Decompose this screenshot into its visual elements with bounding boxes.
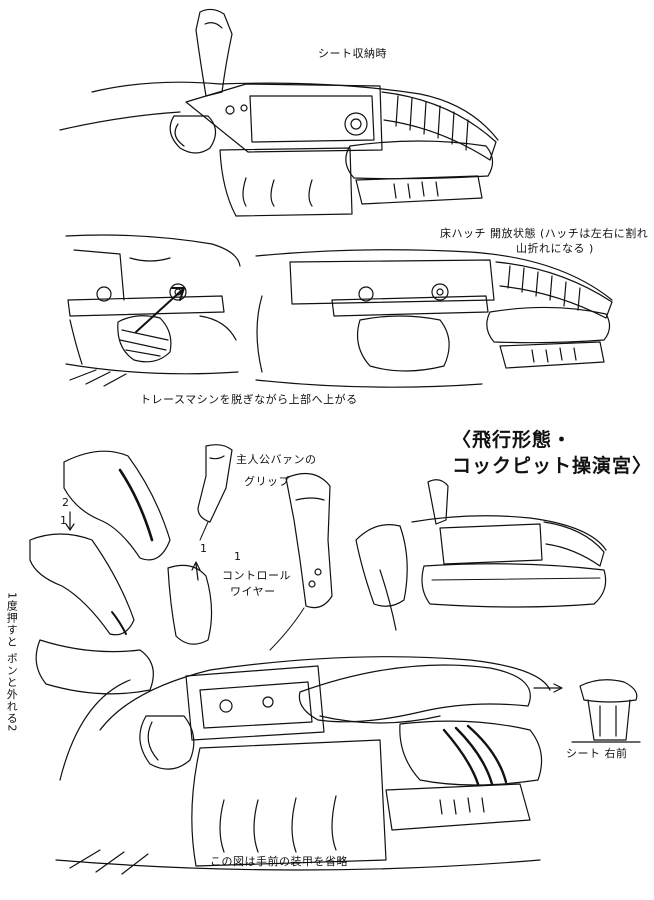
title-line1: 〈飛行形態・ [452,429,573,451]
label-front-armor-omitted: この図は手前の装甲を省略 [210,855,348,868]
drawing-seat-stowed [59,8,499,217]
label-hatch-open-line1: 床ハッチ 開放状態 (ハッチは左右に割れ [440,227,649,240]
label-seat-right-front: シート 右前 [566,747,628,760]
drawing-cockpit-small [379,479,607,631]
drawing-hatch-open [255,249,613,388]
diagram-title: 〈飛行形態・ コックピット操演宮〉 [452,428,652,479]
drawing-grips-hands [29,444,408,695]
marker-1-wire: 1 [234,550,241,563]
label-trace-machine: トレースマシンを脱ぎながら上部へ上がる [140,393,358,406]
push-line2: ポンと外れる2 [5,652,19,733]
label-grip-line2: グリップ [244,475,290,488]
drawing-seat-right-front [533,679,641,743]
drawing-cockpit-main [55,656,551,875]
marker-1-grip: 1 [200,542,207,555]
title-line2: コックピット操演宮〉 [452,454,653,477]
label-control-line2: ワイヤー [230,585,276,598]
label-grip-line1: 主人公バァンの [236,453,317,466]
marker-1-left: 1 [60,514,67,527]
marker-2: 2 [62,496,69,509]
label-hatch-open-line2: 山折れになる ) [516,242,594,255]
drawing-trace-machine [65,234,241,387]
label-control-line1: コントロール [222,569,291,582]
label-push-release: 1度押すと ポンと外れる2 [4,592,18,733]
label-seat-stowed: シート収納時 [318,47,387,60]
push-line1: 1度押すと [5,592,19,648]
